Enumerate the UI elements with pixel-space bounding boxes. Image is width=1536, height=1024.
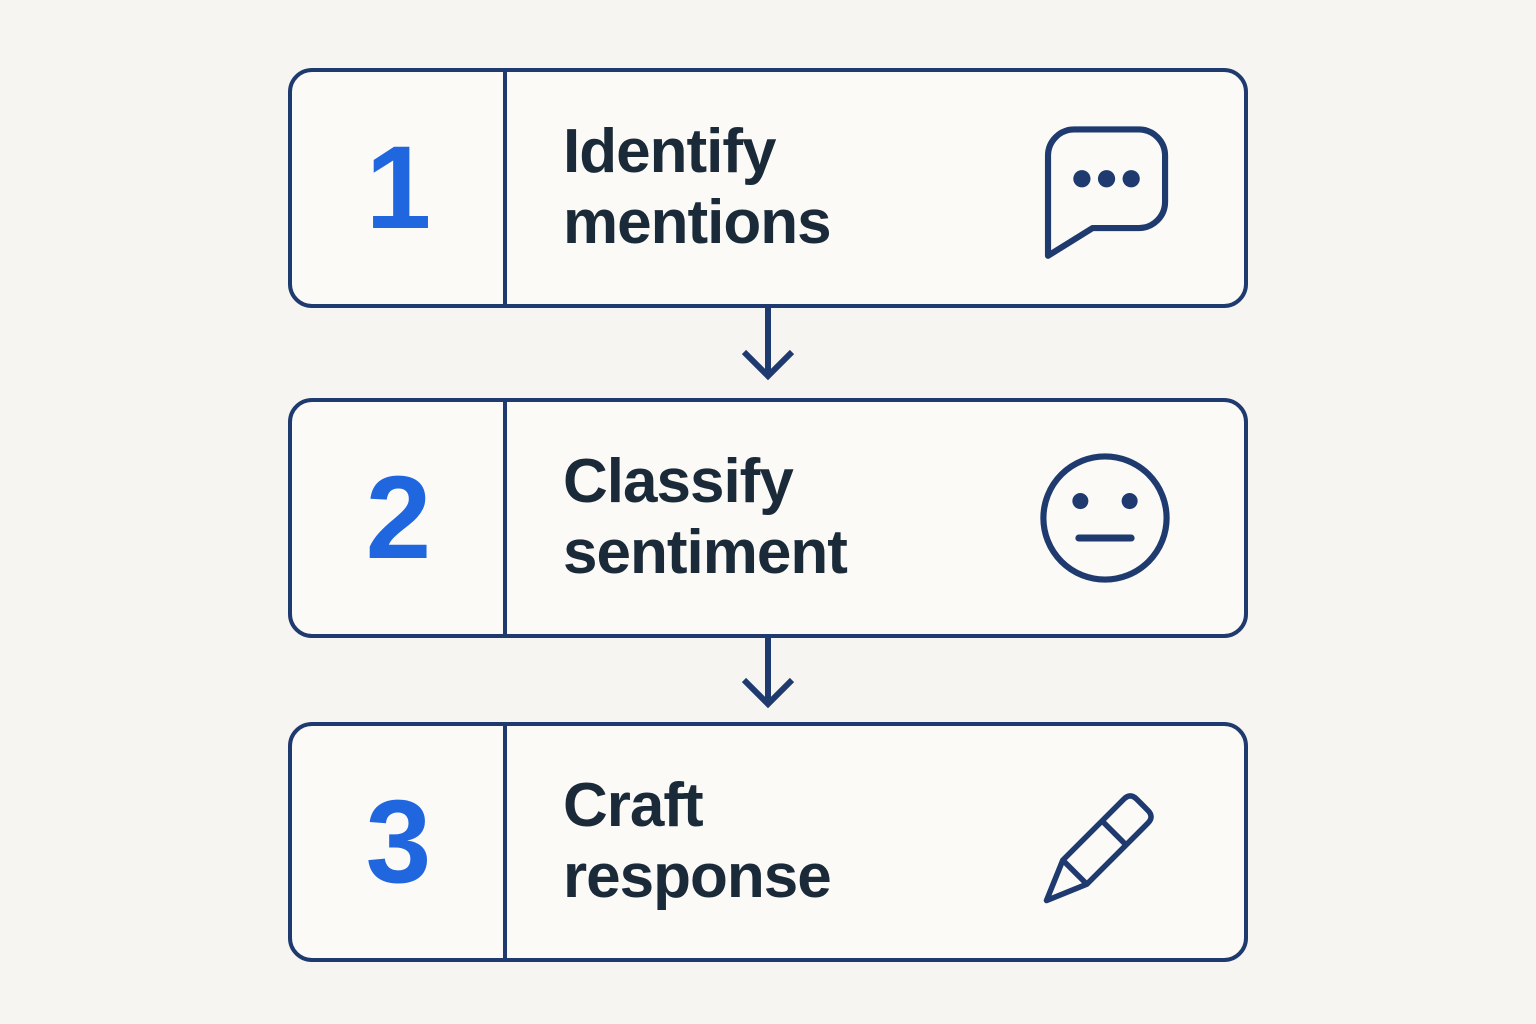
step-title: Identify mentions — [563, 117, 832, 258]
step-title-line-1: Identify — [563, 117, 776, 187]
step-1-number-cell: 1 — [292, 72, 507, 304]
step-title-line-2: response — [563, 842, 832, 911]
step-title-line-2: sentiment — [563, 518, 848, 587]
neutral-face-icon — [1028, 441, 1182, 595]
speech-bubble-icon — [1028, 111, 1182, 265]
step-3-content: Craft response — [507, 726, 1244, 958]
step-title-line-1: Craft — [563, 771, 704, 841]
step-number: 2 — [365, 452, 432, 584]
step-2-content: Classify sentiment — [507, 402, 1244, 634]
step-title: Craft response — [563, 771, 832, 912]
pencil-icon — [1028, 765, 1182, 919]
step-2-box: 2 Classify sentiment — [288, 398, 1248, 638]
step-number: 1 — [365, 122, 432, 254]
arrow-down-icon — [738, 308, 798, 388]
step-2-number-cell: 2 — [292, 402, 507, 634]
step-3-number-cell: 3 — [292, 726, 507, 958]
step-number: 3 — [365, 776, 432, 908]
arrow-down-icon — [738, 636, 798, 716]
step-1-box: 1 Identify mentions — [288, 68, 1248, 308]
step-title-line-2: mentions — [563, 188, 832, 257]
step-3-box: 3 Craft response — [288, 722, 1248, 962]
step-1-content: Identify mentions — [507, 72, 1244, 304]
step-title-line-1: Classify — [563, 447, 794, 517]
step-title: Classify sentiment — [563, 447, 848, 588]
